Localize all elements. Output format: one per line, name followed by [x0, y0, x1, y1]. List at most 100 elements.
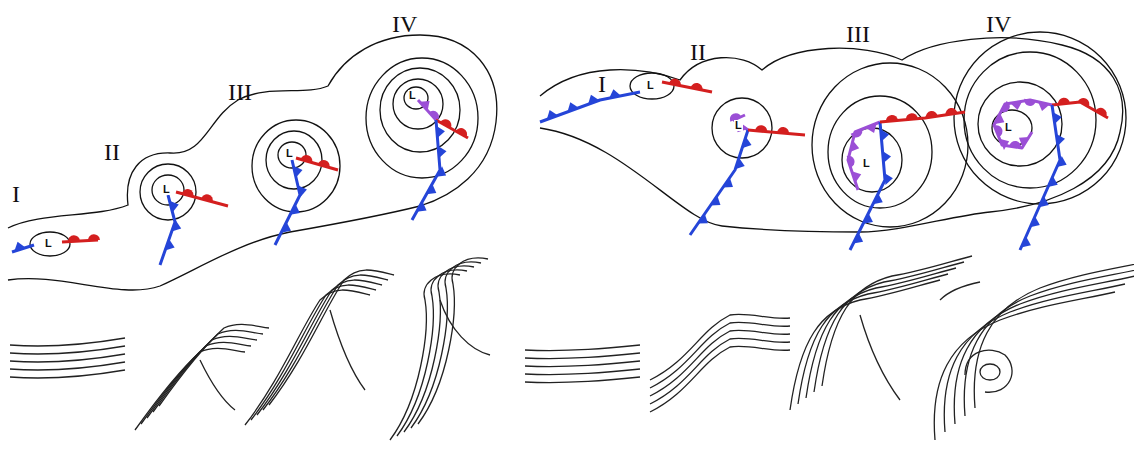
front-mark [884, 173, 892, 185]
front-mark [296, 158, 338, 170]
stage-label: IV [986, 12, 1011, 36]
front-mark [847, 156, 855, 168]
front-mark [1039, 196, 1049, 207]
front-mark [440, 119, 451, 128]
front-mark [777, 127, 789, 134]
low-pressure-label: L [285, 148, 294, 159]
stage-label: IV [392, 12, 417, 36]
front-mark [662, 82, 712, 92]
front-mark [995, 113, 1005, 124]
front-mark [456, 128, 467, 137]
front-mark [1078, 98, 1089, 107]
low-pressure-label: L [1004, 122, 1013, 133]
front-mark [14, 242, 25, 251]
front-mark [68, 235, 80, 241]
low-pressure-label: L [162, 184, 171, 195]
front-mark [62, 240, 98, 242]
streamlines [10, 256, 1134, 440]
front-mark [852, 171, 861, 182]
front-mark [201, 194, 213, 202]
front-mark [735, 158, 744, 169]
front-mark [1019, 137, 1029, 147]
front-mark [436, 120, 468, 138]
front-mark [851, 129, 863, 137]
front-mark [873, 193, 883, 204]
front-mark [540, 92, 640, 122]
front-mark [588, 95, 599, 105]
front-mark [1053, 112, 1062, 124]
front-mark [293, 166, 302, 178]
front-mark [436, 126, 444, 138]
stage-label: I [12, 182, 20, 206]
front-mark [547, 110, 558, 120]
front-mark [318, 160, 330, 168]
front-mark [176, 192, 228, 206]
front-mark [301, 155, 313, 163]
front-mark [723, 178, 733, 188]
front-mark [1001, 101, 1010, 112]
front-mark [1010, 101, 1022, 110]
weather-fronts [12, 79, 1108, 265]
front-mark [281, 222, 291, 233]
isobars-right [540, 32, 1126, 232]
stage-label: II [690, 40, 706, 64]
front-mark [88, 234, 100, 240]
front-mark [1052, 102, 1108, 118]
front-mark [298, 185, 307, 197]
front-mark [691, 83, 703, 90]
front-mark [165, 239, 175, 250]
front-mark [669, 79, 681, 86]
front-mark [420, 101, 430, 111]
front-mark [1048, 176, 1058, 187]
front-mark [906, 113, 918, 120]
stage-label: III [228, 80, 252, 104]
front-mark [853, 233, 863, 244]
front-mark [710, 196, 720, 206]
front-mark [1009, 141, 1021, 148]
front-mark [1024, 99, 1036, 106]
front-mark [1000, 139, 1010, 150]
front-mark [567, 102, 578, 112]
front-mark [698, 214, 708, 224]
front-mark [881, 129, 889, 141]
front-mark [1057, 156, 1067, 167]
front-mark [755, 125, 767, 132]
front-mark [848, 122, 880, 190]
front-mark [426, 184, 436, 194]
front-mark [866, 123, 877, 133]
front-mark [1095, 108, 1106, 117]
stage-label: I [598, 72, 606, 96]
front-mark [748, 130, 805, 135]
front-mark [690, 130, 748, 235]
front-mark [170, 201, 179, 213]
front-mark [886, 115, 898, 122]
front-mark [1030, 216, 1040, 227]
front-mark [172, 220, 182, 231]
low-pressure-label: L [646, 80, 655, 91]
front-mark [1021, 236, 1031, 247]
front-mark [926, 111, 938, 118]
front-mark [850, 122, 885, 250]
front-mark [1038, 102, 1050, 111]
stage-label: II [104, 140, 120, 164]
front-mark [609, 89, 621, 98]
low-pressure-label: L [44, 238, 53, 249]
front-mark [417, 201, 427, 211]
front-mark [418, 100, 436, 120]
front-mark [1058, 98, 1070, 105]
front-mark [946, 108, 958, 115]
low-pressure-label: L [862, 158, 871, 169]
front-mark [1020, 105, 1060, 250]
low-pressure-label: L [734, 120, 743, 131]
front-mark [438, 146, 446, 158]
front-mark [290, 204, 300, 215]
front-mark [863, 213, 873, 224]
low-pressure-label: L [408, 90, 417, 101]
stage-label: III [846, 22, 870, 46]
front-mark [182, 189, 194, 197]
front-mark [850, 140, 859, 152]
front-mark [1056, 134, 1065, 146]
front-mark [883, 151, 891, 163]
